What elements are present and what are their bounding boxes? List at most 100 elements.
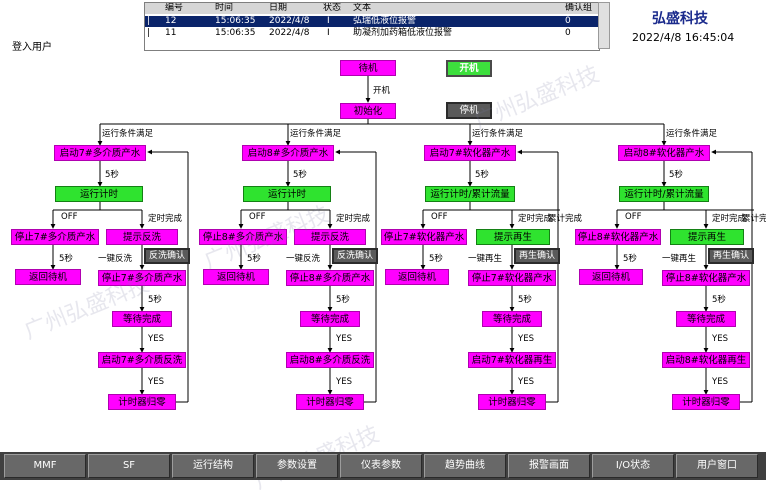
yes-label: YES: [148, 377, 164, 387]
alarm-row[interactable]: | 12 15:06:35 2022/4/8 I 弘瑞低液位报警 0: [145, 16, 599, 27]
reset-timer-step: 计时器归零: [672, 394, 740, 410]
timeup-label: 定时完成: [336, 214, 371, 224]
alarm-state: I: [327, 28, 330, 38]
nav-button-8[interactable]: 用户窗口: [676, 454, 758, 478]
nav-button-4[interactable]: 仪表参数: [340, 454, 422, 478]
wait-step: 等待完成: [676, 311, 736, 327]
timeup-label: 定时完成: [148, 214, 183, 224]
delay-label: 5秒: [669, 170, 683, 180]
stop2-step: 停止8#软化器产水: [662, 270, 750, 286]
confirm-button[interactable]: 再生确认: [514, 248, 560, 264]
wait-step: 等待完成: [482, 311, 542, 327]
flow-connectors: [50, 76, 754, 403]
alarm-scrollbar[interactable]: [598, 2, 610, 49]
back-to-standby-step: 返回待机: [385, 269, 449, 285]
cond-label: 运行条件满足: [666, 129, 718, 139]
onekey-label: 一键反洗: [98, 254, 133, 264]
back-to-standby-step: 返回待机: [203, 269, 269, 285]
start-step: 启动7#多介质产水: [54, 145, 146, 161]
wait-step: 等待完成: [112, 311, 172, 327]
delay-label: 5秒: [105, 170, 119, 180]
nav-button-1[interactable]: SF: [88, 454, 170, 478]
cond-label: 运行条件满足: [290, 129, 342, 139]
nav-button-3[interactable]: 参数设置: [256, 454, 338, 478]
alarm-text: 助凝剂加药箱低液位报警: [353, 28, 453, 38]
stop-step: 停止7#软化器产水: [381, 229, 467, 245]
timeup-label: 定时完成: [712, 214, 747, 224]
confirm-button[interactable]: 反洗确认: [332, 248, 378, 264]
nav-button-0[interactable]: MMF: [4, 454, 86, 478]
start-transition-label: 开机: [373, 86, 391, 96]
start-step: 启动7#软化器产水: [424, 145, 516, 161]
off-label: OFF: [61, 212, 78, 222]
stop2-step: 停止7#多介质产水: [98, 270, 186, 286]
delay-label: 5秒: [518, 295, 532, 305]
start2-step: 启动8#多介质反洗: [286, 352, 374, 368]
start-step: 启动8#多介质产水: [242, 145, 334, 161]
prompt-step: 提示反洗: [294, 229, 366, 245]
back-to-standby-step: 返回待机: [579, 269, 643, 285]
start-button[interactable]: 开机: [446, 60, 492, 77]
nav-button-5[interactable]: 趋势曲线: [424, 454, 506, 478]
delay-label: 5秒: [712, 295, 726, 305]
alarm-id: 12: [165, 16, 177, 26]
alarm-group: 0: [565, 16, 571, 26]
col-header-text: 文本: [353, 3, 372, 13]
start2-step: 启动7#多介质反洗: [98, 352, 186, 368]
confirm-button[interactable]: 反洗确认: [144, 248, 190, 264]
stop-step: 停止8#软化器产水: [575, 229, 661, 245]
brand-name: 弘盛科技: [652, 11, 708, 27]
onekey-label: 一键再生: [662, 254, 697, 264]
yes-label: YES: [518, 377, 534, 387]
standby-step: 待机: [340, 60, 396, 76]
off-label: OFF: [249, 212, 266, 222]
alarm-time: 15:06:35: [215, 28, 256, 38]
login-label: 登入用户: [12, 42, 52, 53]
delay-label: 5秒: [475, 170, 489, 180]
reset-timer-step: 计时器归零: [296, 394, 364, 410]
yes-label: YES: [518, 334, 534, 344]
cond-label: 运行条件满足: [472, 129, 524, 139]
wait-step: 等待完成: [300, 311, 360, 327]
col-header-date: 日期: [269, 3, 288, 13]
cond-label: 运行条件满足: [102, 129, 154, 139]
cum-label: 累计完成: [742, 214, 766, 224]
prompt-step: 提示再生: [670, 229, 744, 245]
stop-step: 停止7#多介质产水: [11, 229, 99, 245]
yes-label: YES: [336, 377, 352, 387]
off-label: OFF: [625, 212, 642, 222]
timeup-label: 定时完成: [518, 214, 553, 224]
delay-label: 5秒: [429, 254, 443, 264]
stop2-step: 停止8#多介质产水: [286, 270, 374, 286]
alarm-group: 0: [565, 28, 571, 38]
delay-label: 5秒: [293, 170, 307, 180]
confirm-button[interactable]: 再生确认: [708, 248, 754, 264]
delay-label: 5秒: [247, 254, 261, 264]
yes-label: YES: [712, 334, 728, 344]
yes-label: YES: [712, 377, 728, 387]
alarm-date: 2022/4/8: [269, 28, 310, 38]
cum-label: 累计完成: [548, 214, 583, 224]
nav-button-2[interactable]: 运行结构: [172, 454, 254, 478]
col-header-state: 状态: [323, 3, 342, 13]
stop-button[interactable]: 停机: [446, 102, 492, 119]
datetime-display: 2022/4/8 16:45:04: [632, 31, 735, 44]
delay-label: 5秒: [59, 254, 73, 264]
off-label: OFF: [431, 212, 448, 222]
yes-label: YES: [148, 334, 164, 344]
col-header-group: 确认组: [565, 3, 593, 13]
alarm-state: I: [327, 16, 330, 26]
prompt-step: 提示再生: [476, 229, 550, 245]
alarm-table-header: 编号 时间 日期 状态 文本 确认组: [145, 3, 599, 14]
stop-step: 停止8#多介质产水: [199, 229, 287, 245]
alarm-id: 11: [165, 28, 177, 38]
delay-label: 5秒: [623, 254, 637, 264]
onekey-label: 一键再生: [468, 254, 503, 264]
timing-step: 运行计时/累计流量: [619, 186, 709, 202]
nav-button-7[interactable]: I/O状态: [592, 454, 674, 478]
yes-label: YES: [336, 334, 352, 344]
onekey-label: 一键反洗: [286, 254, 321, 264]
alarm-table[interactable]: 编号 时间 日期 状态 文本 确认组 | 12 15:06:35 2022/4/…: [144, 2, 600, 51]
alarm-row[interactable]: | 11 15:06:35 2022/4/8 I 助凝剂加药箱低液位报警 0: [147, 28, 571, 38]
nav-button-6[interactable]: 报警画面: [508, 454, 590, 478]
